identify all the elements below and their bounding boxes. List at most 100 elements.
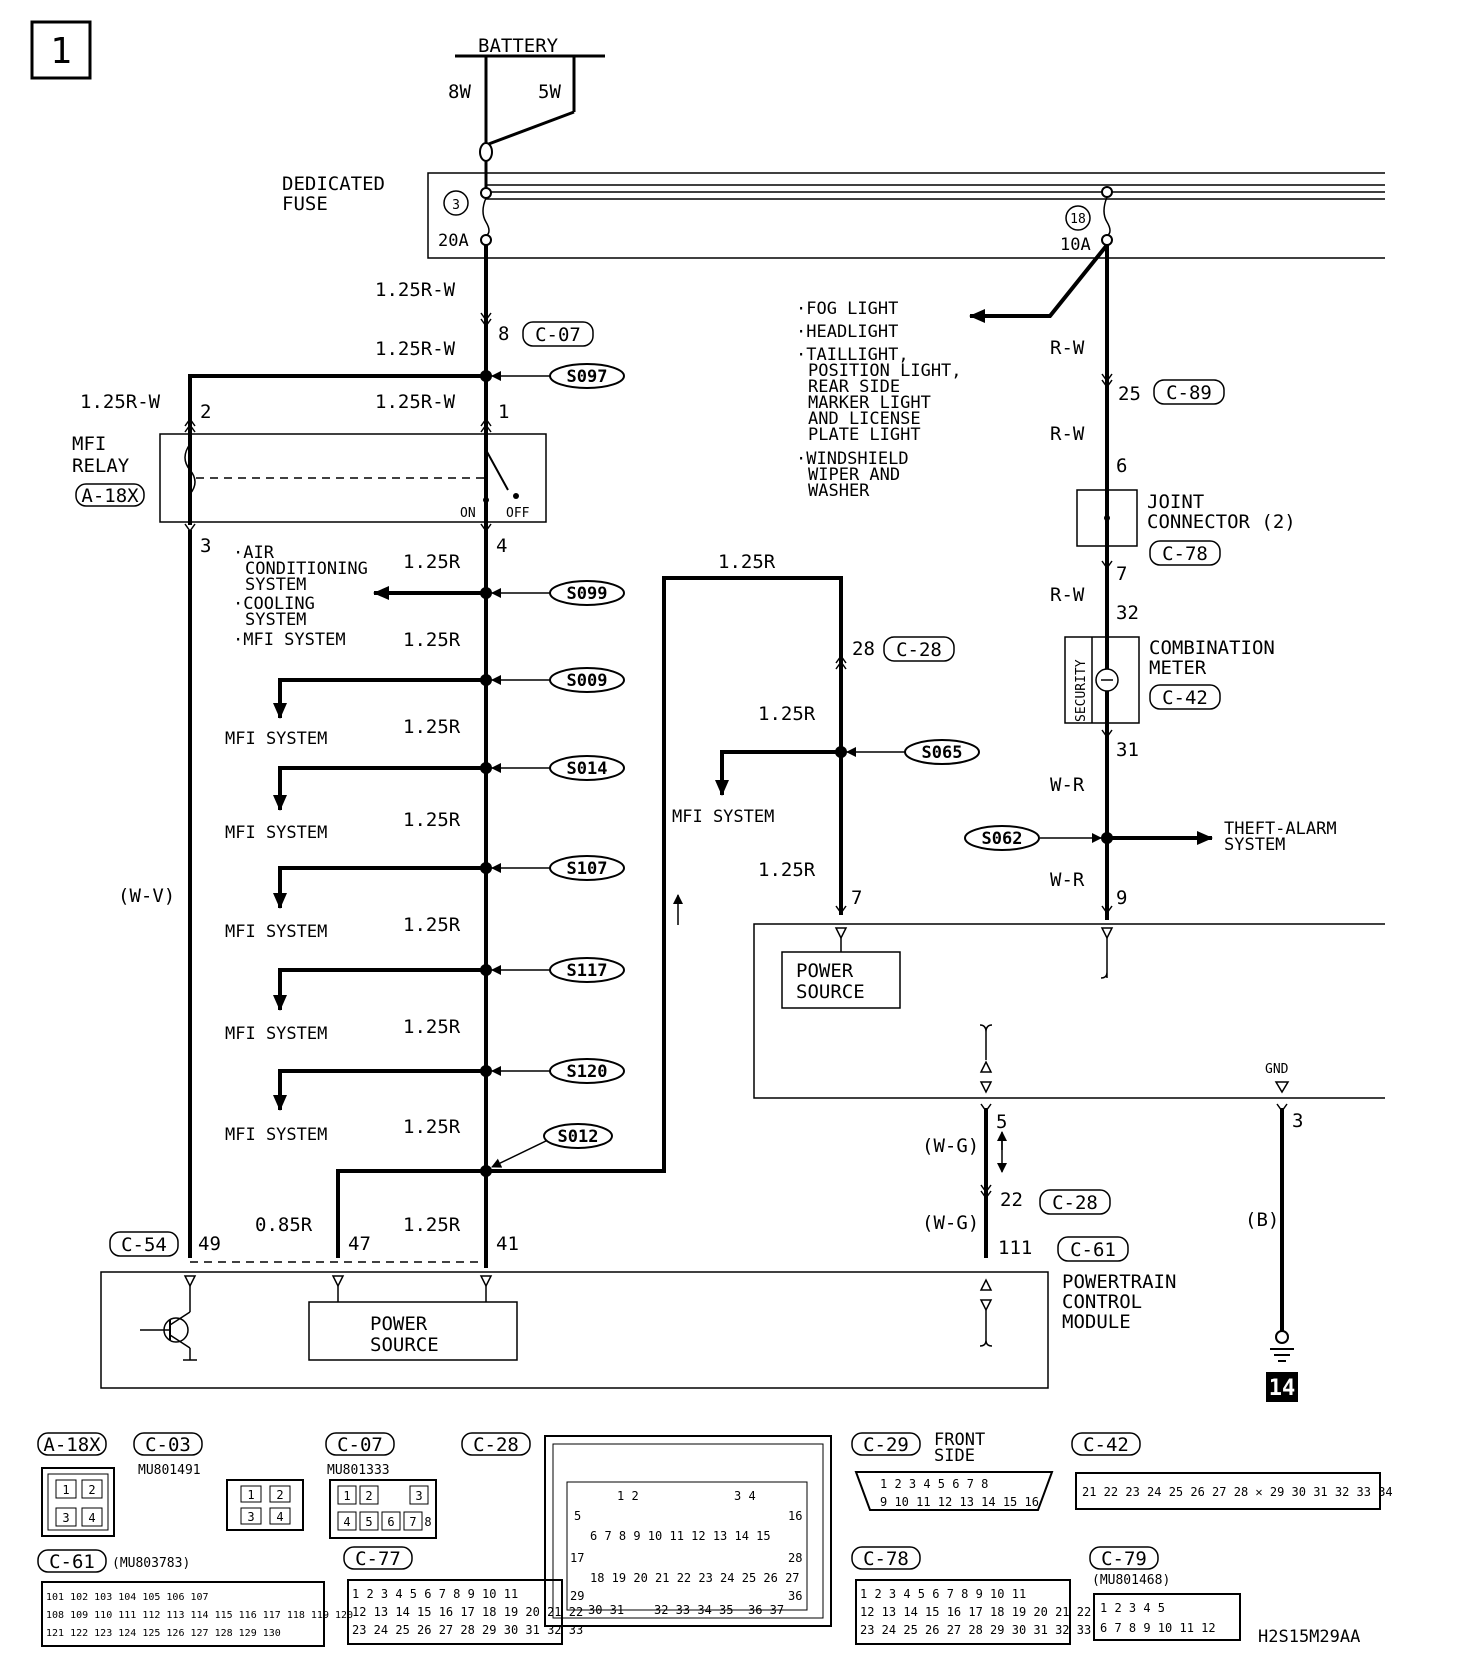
fuse-18-num: 18 [1070,212,1086,227]
pin-32: 32 [1116,602,1139,624]
svg-text:5: 5 [574,1509,581,1523]
svg-text:SYSTEM: SYSTEM [245,610,306,630]
mfi-relay: MFI RELAY A-18X ON OFF 3 4 [72,417,547,557]
pin-22: 22 [1000,1189,1023,1211]
light-branch: ·FOG LIGHT ·HEADLIGHT ·TAILLIGHT, POSITI… [796,243,1109,501]
svg-text:4: 4 [343,1515,350,1529]
svg-text:28: 28 [788,1551,802,1565]
svg-text:36: 36 [788,1589,802,1603]
ground-wire: 3 (B) 14 [1245,1103,1303,1402]
pin-7a: 7 [1116,563,1127,585]
svg-text:S117: S117 [567,961,608,981]
svg-text:17: 17 [570,1551,584,1565]
connector-views: A-18X 1 2 3 4 C-03 MU801491 1 2 3 4 C-07… [37,1430,1393,1647]
svg-text:·FOG LIGHT: ·FOG LIGHT [796,299,898,319]
svg-text:(MU801468): (MU801468) [1092,1573,1170,1588]
relay-label-2: RELAY [72,455,130,477]
svg-text:1 2 3 4 5 6 7 8 9 10 1: 1 2 3 4 5 6 7 8 9 10 11 [352,1587,518,1601]
wire-label-w2: 1.25R-W [375,338,456,360]
relay-label-1: MFI [72,433,106,455]
svg-text:·AIR: ·AIR [233,543,275,563]
security-label: SECURITY [1074,659,1089,722]
conn-c07: C-07 [535,324,581,346]
svg-text:POSITION LIGHT,: POSITION LIGHT, [808,361,962,381]
wire-5w: 5W [538,81,561,103]
svg-text:PLATE LIGHT: PLATE LIGHT [808,425,921,445]
ac-list: ·AIR CONDITIONING SYSTEM ·COOLING SYSTEM… [233,543,368,650]
svg-text:3 4: 3 4 [734,1489,756,1503]
svg-text:C-03: C-03 [145,1434,191,1456]
drawing-code: H2S15M29AA [1258,1627,1360,1647]
wire-label-w4: 1.25R-W [80,391,161,413]
fuse-label-2: FUSE [282,193,328,215]
svg-text:WASHER: WASHER [808,481,870,501]
relay-on: ON [460,506,476,521]
svg-text:·MFI SYSTEM: ·MFI SYSTEM [233,630,346,650]
pin-1: 1 [498,401,509,423]
wire-label-r2: 1.25R [403,629,461,651]
svg-text:16: 16 [788,1509,802,1523]
svg-text:1: 1 [62,1483,69,1497]
svg-text:108 109 110 111 112 113 114 11: 108 109 110 111 112 113 114 115 116 117 … [46,1610,353,1621]
svg-text:121 122 123 124 125 126 127: 121 122 123 124 125 126 127 128 129 130 [46,1628,281,1639]
mfi-system-5: MFI SYSTEM [225,1125,327,1145]
mfi-system-2: MFI SYSTEM [225,823,327,843]
pcm-label-1: POWERTRAIN [1062,1271,1176,1293]
svg-text:S014: S014 [567,759,608,779]
conn-c42: C-42 [1162,687,1208,709]
svg-text:23 24 25 26 27 28 29 30 31 32: 23 24 25 26 27 28 29 30 31 32 33 [352,1623,583,1637]
theft-alarm-2: SYSTEM [1224,835,1285,855]
svg-text:S107: S107 [567,859,608,879]
svg-text:6: 6 [387,1515,394,1529]
splice-s062: S062 [964,825,1102,851]
combination-meter-1: COMBINATION [1149,637,1275,659]
pcm-label-2: CONTROL [1062,1291,1142,1313]
svg-text:C-29: C-29 [863,1434,909,1456]
svg-text:·TAILLIGHT,: ·TAILLIGHT, [796,345,909,365]
svg-text:2: 2 [88,1483,95,1497]
svg-text:30 31: 30 31 [588,1603,624,1617]
svg-text:6 7 8 9 10 11 12: 6 7 8 9 10 11 12 [1100,1621,1216,1635]
wire-label-wr2: W-R [1050,869,1085,891]
conn-a18x: A-18X [81,485,139,507]
splice-s120: S120 [491,1058,625,1084]
combination-module: POWER SOURCE GND [753,923,1385,1099]
splice-s012: S012 [491,1123,613,1168]
wire-label-wr1: W-R [1050,774,1085,796]
svg-text:5: 5 [365,1515,372,1529]
wire-label-r-top: 1.25R [718,551,776,573]
svg-text:S099: S099 [567,584,608,604]
pin-49: 49 [198,1233,221,1255]
splice-s014: S014 [491,755,625,781]
svg-text:3: 3 [247,1510,254,1524]
pin-28: 28 [852,638,875,660]
power-source-pcm-1: POWER [370,1313,428,1335]
svg-text:3: 3 [62,1511,69,1525]
view-c61: C-61 (MU803783) 101 102 103 104 105 106 … [37,1549,353,1647]
svg-text:·WINDSHIELD: ·WINDSHIELD [796,449,909,469]
view-c07: C-07 MU801333 1 2 3 4 5 6 7 8 [325,1432,437,1539]
svg-text:12 13 14 15 16 17 18 19 20 21: 12 13 14 15 16 17 18 19 20 21 22 [860,1605,1091,1619]
mfi-system-4: MFI SYSTEM [225,1024,327,1044]
svg-text:MU801333: MU801333 [327,1463,390,1478]
svg-text:S097: S097 [567,367,608,387]
svg-text:7: 7 [409,1515,416,1529]
power-source-mid-2: SOURCE [796,981,865,1003]
conn-c89: C-89 [1166,382,1212,404]
svg-text:12 13 14 15 16 17 18 19 20 21: 12 13 14 15 16 17 18 19 20 21 22 [352,1605,583,1619]
svg-text:1: 1 [247,1488,254,1502]
svg-text:101 102 103 104 105 10: 101 102 103 104 105 106 107 [46,1592,209,1603]
power-source-mid-1: POWER [796,960,854,982]
mfi-system-3: MFI SYSTEM [225,922,327,942]
svg-text:2: 2 [365,1489,372,1503]
wire-label-rw1: R-W [1050,337,1085,359]
splice-s117: S117 [491,957,625,983]
svg-text:9 10 11 12 13 14 15 16: 9 10 11 12 13 14 15 16 [880,1495,1039,1509]
view-c77: C-77 1 2 3 4 5 6 7 8 9 10 11 12 13 14 15… [343,1546,583,1645]
svg-text:32 33 34 35: 32 33 34 35 [654,1603,733,1617]
fuse-18-rating: 10A [1060,235,1091,255]
svg-text:S009: S009 [567,671,608,691]
svg-text:1: 1 [343,1489,350,1503]
svg-text:S120: S120 [567,1062,608,1082]
